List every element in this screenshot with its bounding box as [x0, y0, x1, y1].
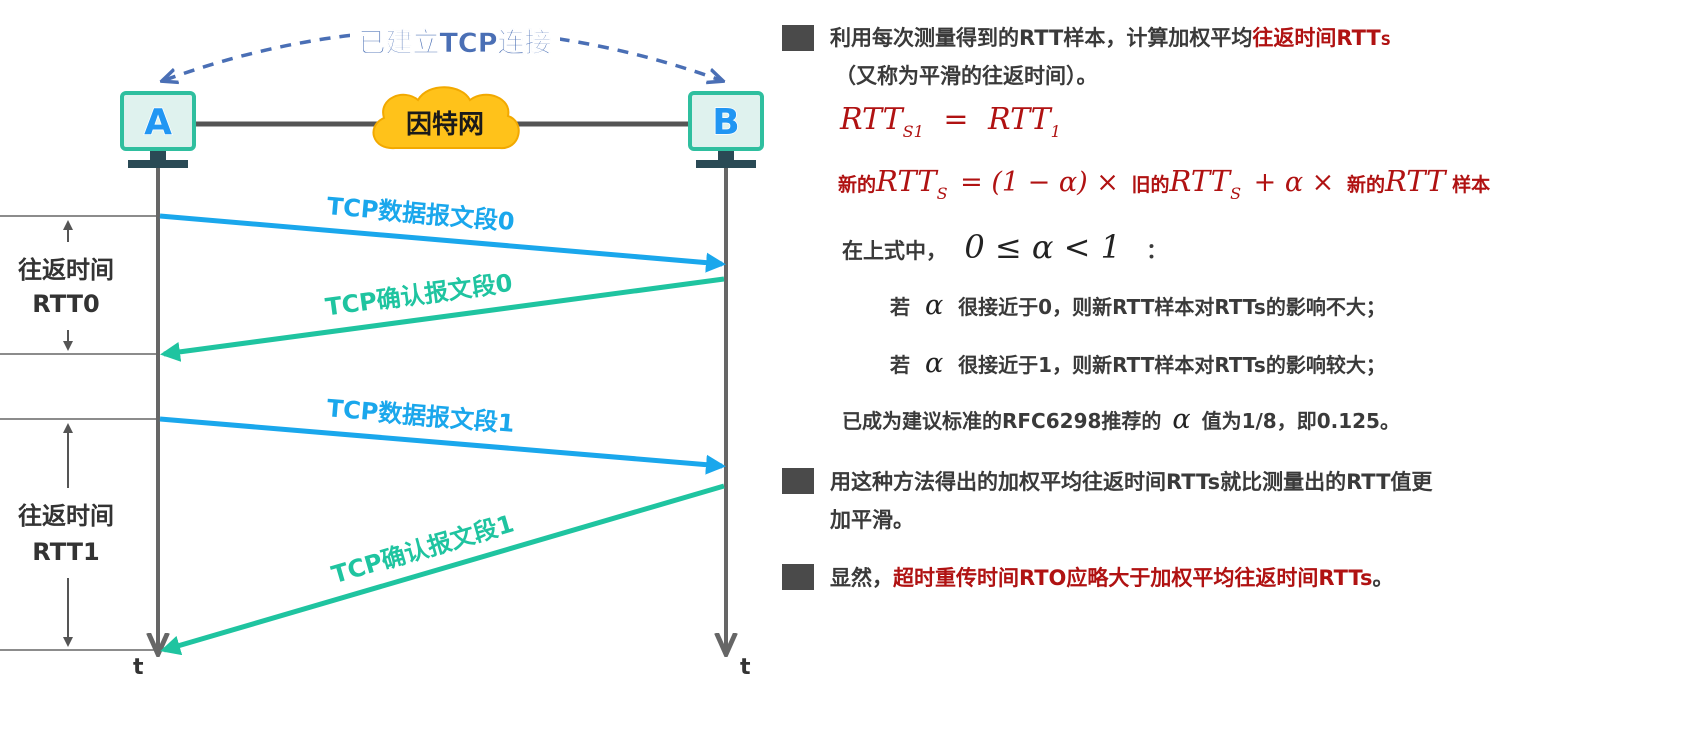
formula-update: 新的RTTS = (1 − α) × 旧的RTTS + α × 新的RTT 样本 — [838, 164, 1491, 203]
rtt-brackets — [0, 215, 158, 651]
formula-initial: RTTS1 = RTT1 — [840, 102, 1061, 141]
alpha-range: 在上式中， 0 ≤ α < 1 ： — [842, 228, 1168, 266]
smoothed-rtt-term: 往返时间RTTS — [1252, 26, 1391, 50]
rtt1-label-line1: 往返时间 — [18, 502, 114, 530]
data-segment-1-arrow — [159, 416, 726, 475]
connection-label-bg — [350, 22, 560, 64]
bullet-square-3 — [782, 564, 814, 590]
rfc6298-recommendation: 已成为建议标准的RFC6298推荐的 α 值为1/8，即0.125。 — [842, 404, 1400, 435]
bullet-square-1 — [782, 25, 814, 51]
rtt-sequence-diagram: 已建立TCP连接 A B 因特网 t t 往返时间 RTT0 往返时间 RTT1 — [0, 22, 764, 680]
ack-segment-1-arrow — [160, 483, 725, 656]
bullet2-line1: 用这种方法得出的加权平均往返时间RTTs就比测量出的RTT值更 — [830, 470, 1433, 494]
data-segment-0-label: TCP数据报文段0 — [326, 192, 516, 236]
bullet3-text: 显然，超时重传时间RTO应略大于加权平均往返时间RTTs。 — [830, 566, 1394, 590]
alpha-case-large: 若 α 很接近于1，则新RTT样本对RTTs的影响较大； — [890, 348, 1386, 379]
time-label-a: t — [133, 655, 144, 680]
bullet1-text: 利用每次测量得到的RTT样本，计算加权平均往返时间RTTS — [830, 26, 1391, 50]
host-b-label: B — [712, 102, 739, 143]
alpha-case-small: 若 α 很接近于0，则新RTT样本对RTTs的影响不大； — [890, 290, 1386, 321]
data-segment-0-arrow — [159, 213, 726, 273]
ack-segment-1-label: TCP确认报文段1 — [328, 509, 517, 589]
bullet-square-2 — [782, 468, 814, 494]
rtt0-label-line1: 往返时间 — [18, 256, 114, 284]
host-a: A — [120, 91, 196, 168]
bullet2-line2: 加平滑。 — [830, 508, 914, 532]
rtt1-label-line2: RTT1 — [32, 538, 99, 566]
network-label: 因特网 — [406, 109, 484, 140]
host-b: B — [688, 91, 764, 168]
rtt0-label-line2: RTT0 — [32, 290, 99, 318]
internet-cloud: 因特网 — [372, 86, 520, 150]
ack-segment-0-label: TCP确认报文段0 — [324, 269, 514, 322]
bullet1-line2: （又称为平滑的往返时间）。 — [835, 64, 1098, 88]
connection-label: 已建立TCP连接 — [358, 27, 551, 59]
data-segment-1-label: TCP数据报文段1 — [326, 394, 516, 438]
ack-segment-0-arrow — [160, 276, 725, 362]
rto-statement: 超时重传时间RTO应略大于加权平均往返时间RTTs — [893, 566, 1373, 590]
host-a-label: A — [144, 102, 172, 143]
time-label-b: t — [740, 655, 751, 680]
